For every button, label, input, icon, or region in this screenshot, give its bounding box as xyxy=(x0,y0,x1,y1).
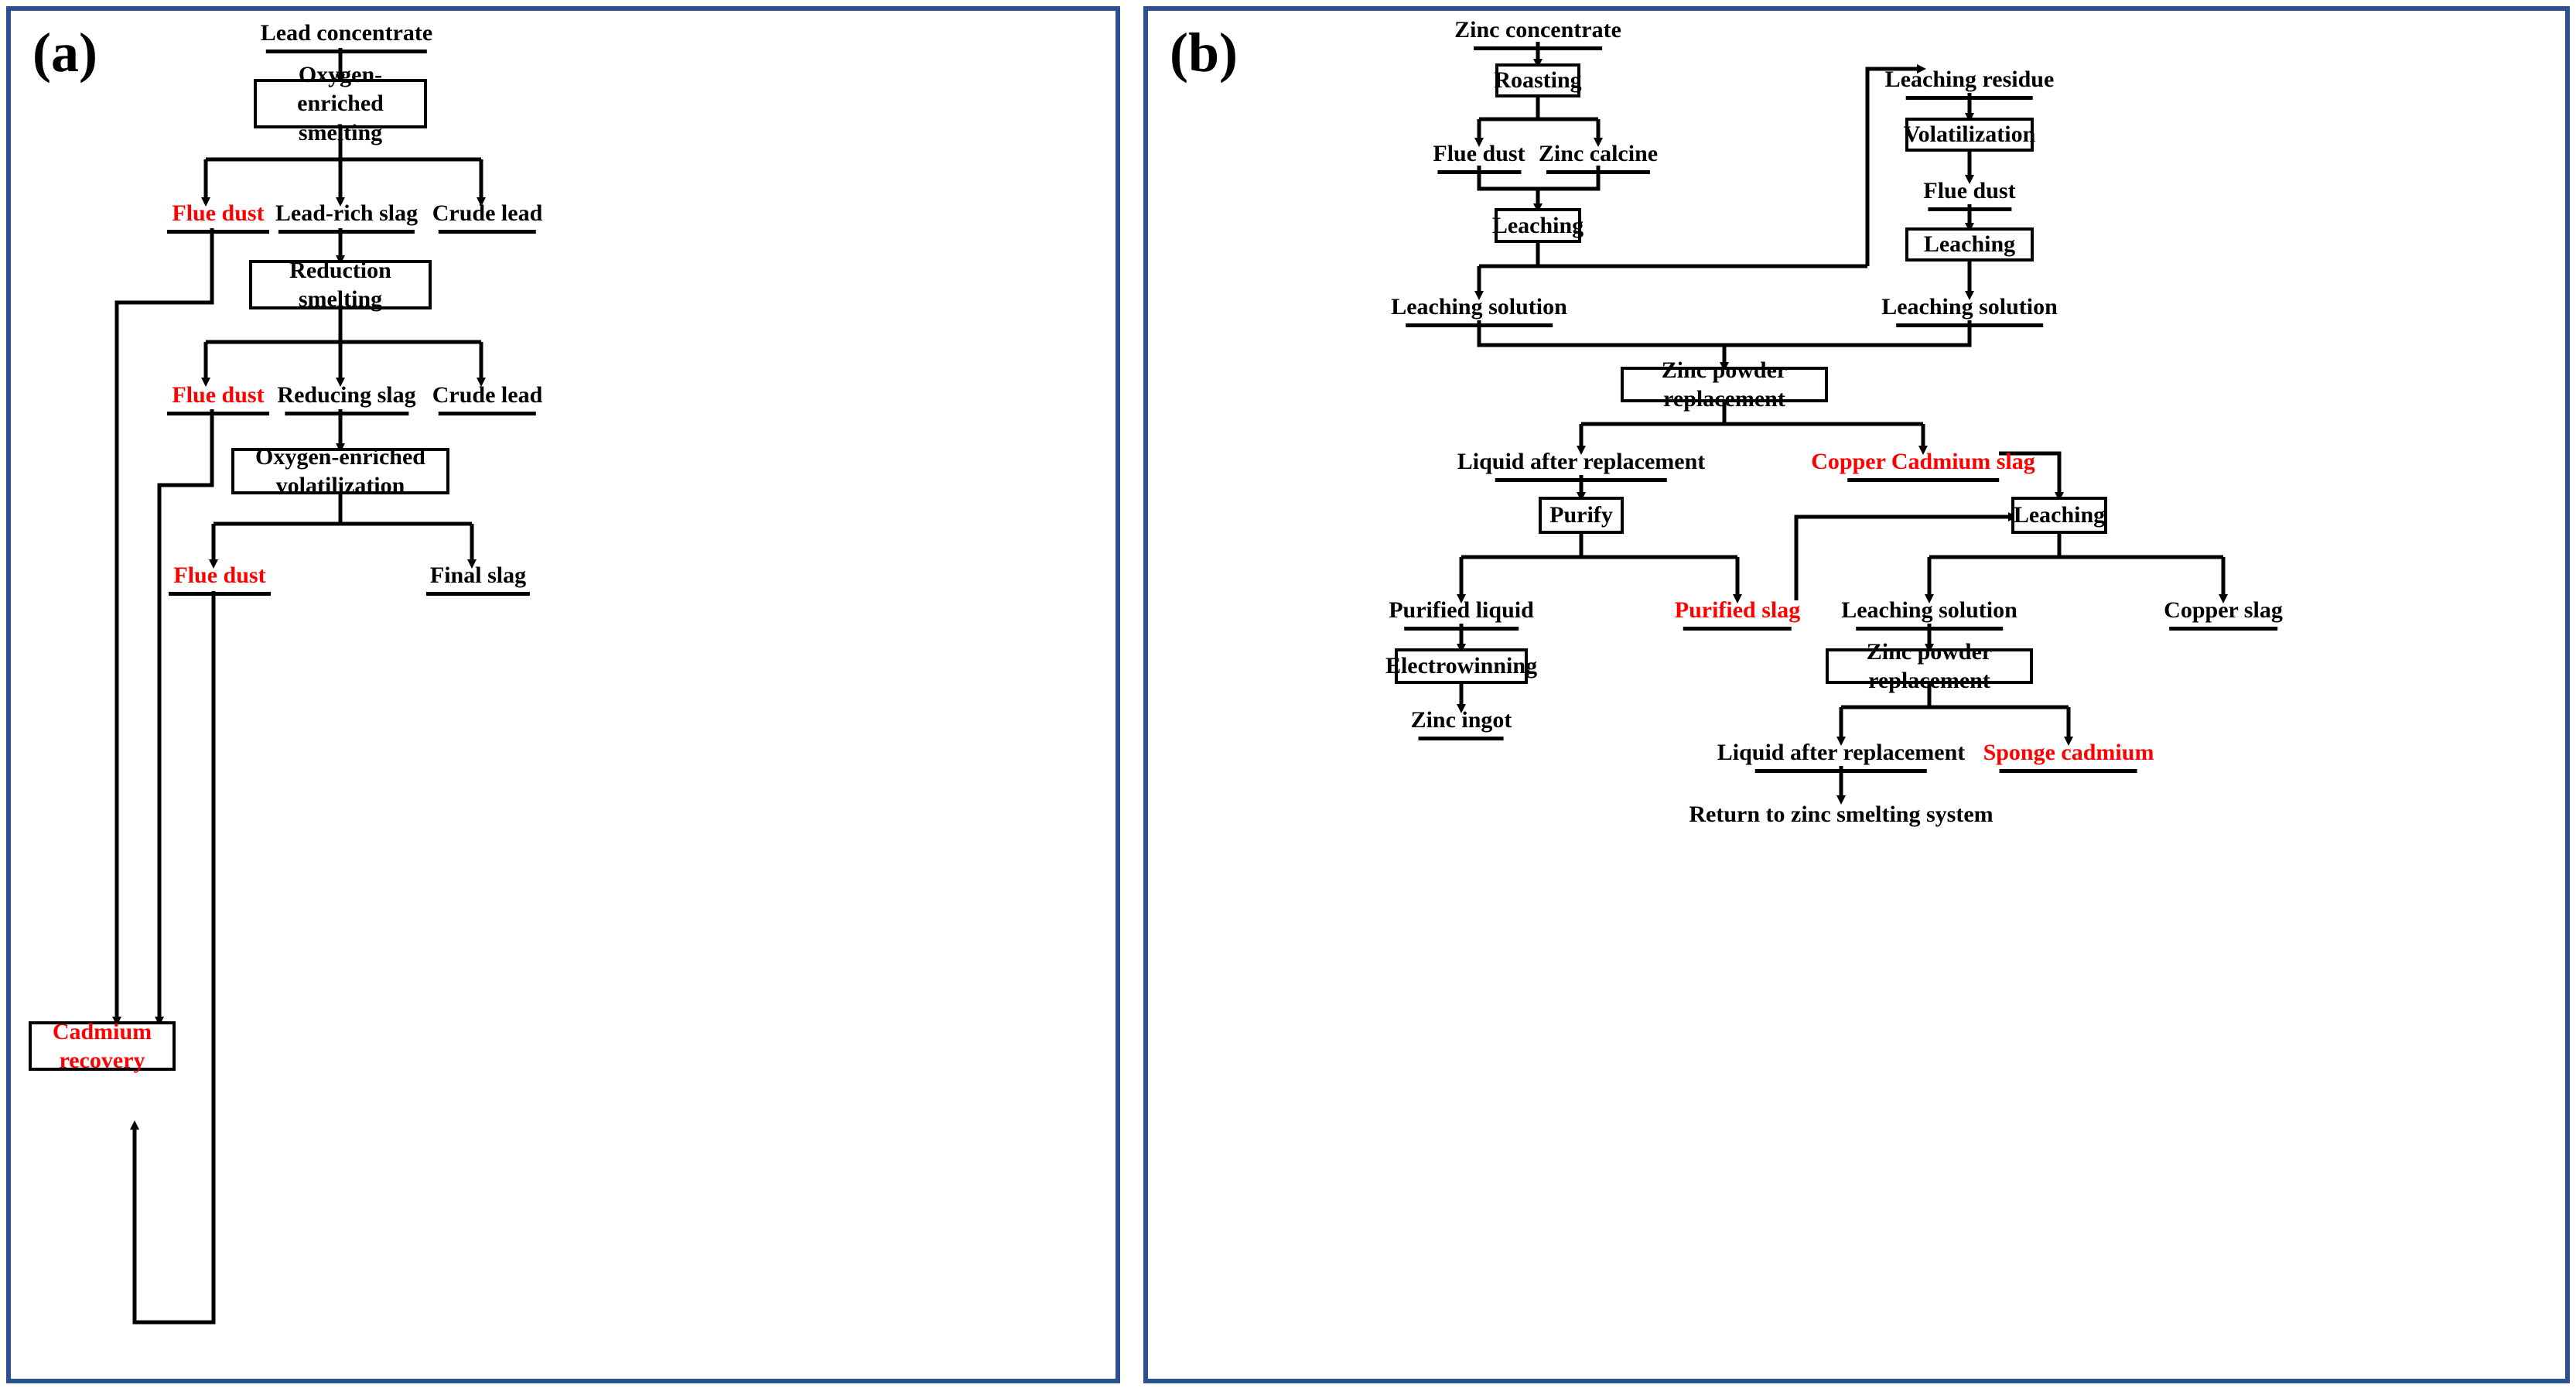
stream-final-slag: Final slag xyxy=(425,562,531,596)
stream-crude-lead-2: Crude lead xyxy=(428,382,548,415)
box-line-1: Oxygen-enriched xyxy=(297,61,384,117)
box-label: Zinc powder replacement xyxy=(1866,638,1993,694)
stream-flue-dust-3: Flue dust xyxy=(169,562,271,596)
stream-copper-cadmium-slag: Copper Cadmium slag xyxy=(1806,449,2039,482)
panel-a-connectors xyxy=(112,48,486,1325)
box-roasting[interactable]: Roasting xyxy=(1494,63,1582,97)
box-zinc-powder-replacement-1[interactable]: Zinc powder replacement xyxy=(1621,357,1828,412)
stream-leaching-solution-3: Leaching solution xyxy=(1836,597,2022,631)
stream-reducing-slag: Reducing slag xyxy=(272,382,420,415)
stream-flue-dust-1: Flue dust xyxy=(167,200,269,234)
panel-b-label: (b) xyxy=(1170,22,1238,84)
stream-crude-lead-1: Crude lead xyxy=(428,200,548,234)
stream-sponge-cadmium: Sponge cadmium xyxy=(1979,740,2159,773)
stream-copper-slag: Copper slag xyxy=(2159,597,2287,631)
stream-leaching-solution-1: Leaching solution xyxy=(1386,294,1572,327)
box-label: Roasting xyxy=(1494,67,1582,94)
box-label: Leaching xyxy=(1491,212,1584,238)
box-reduction-smelting[interactable]: Reduction smelting xyxy=(249,258,432,312)
box-label: Volatilization xyxy=(1903,121,2036,148)
box-zinc-powder-replacement-2[interactable]: Zinc powder replacement xyxy=(1826,639,2033,693)
stream-leaching-solution-2: Leaching solution xyxy=(1877,294,2062,327)
stream-purified-slag: Purified slag xyxy=(1670,597,1806,631)
stream-flue-dust-2: Flue dust xyxy=(167,382,269,415)
stream-return-to-zinc-smelting-system: Return to zinc smelting system xyxy=(1689,802,1993,827)
stream-leaching-residue: Leaching residue xyxy=(1881,67,2059,100)
box-cadmium-recovery[interactable]: Cadmium recovery xyxy=(29,1019,176,1073)
box-leaching-3[interactable]: Leaching xyxy=(2011,497,2107,534)
box-label: Leaching xyxy=(2013,502,2106,528)
box-purify[interactable]: Purify xyxy=(1539,497,1624,534)
box-leaching-1[interactable]: Leaching xyxy=(1491,208,1584,243)
stream-flue-dust-b1: Flue dust xyxy=(1428,141,1529,174)
box-label: Reduction smelting xyxy=(289,257,391,313)
panel-b: (b) xyxy=(1143,6,2570,1383)
box-label: Zinc powder replacement xyxy=(1661,357,1788,412)
box-label: Purify xyxy=(1549,502,1613,528)
box-electrowinning[interactable]: Electrowinning xyxy=(1385,648,1537,684)
stream-purified-liquid: Purified liquid xyxy=(1384,597,1539,631)
box-oxygen-enriched-volatilization[interactable]: Oxygen-enriched volatilization xyxy=(231,444,449,498)
stream-liquid-after-replacement-1: Liquid after replacement xyxy=(1453,449,1710,482)
box-label: Electrowinning xyxy=(1385,653,1538,679)
box-volatilization[interactable]: Volatilization xyxy=(1903,118,2036,152)
stream-zinc-calcine: Zinc calcine xyxy=(1534,141,1662,174)
stream-zinc-ingot: Zinc ingot xyxy=(1406,707,1517,740)
stream-lead-rich-slag: Lead-rich slag xyxy=(271,200,422,234)
stream-zinc-concentrate: Zinc concentrate xyxy=(1450,17,1626,50)
stream-flue-dust-b2: Flue dust xyxy=(1918,178,2020,211)
box-oxygen-enriched-smelting[interactable]: Oxygen-enriched smelting xyxy=(254,62,427,145)
stream-liquid-after-replacement-2: Liquid after replacement xyxy=(1713,740,1970,773)
box-leaching-2[interactable]: Leaching xyxy=(1905,227,2034,262)
box-label: Leaching xyxy=(1923,231,2016,258)
box-label: Oxygen-enriched volatilization xyxy=(255,443,425,499)
stream-lead-concentrate: Lead concentrate xyxy=(256,20,437,53)
box-label: Cadmium recovery xyxy=(52,1018,152,1074)
panel-a-label: (a) xyxy=(32,22,97,84)
panel-a: (a) xyxy=(6,6,1120,1383)
box-line-2: smelting xyxy=(298,119,383,145)
